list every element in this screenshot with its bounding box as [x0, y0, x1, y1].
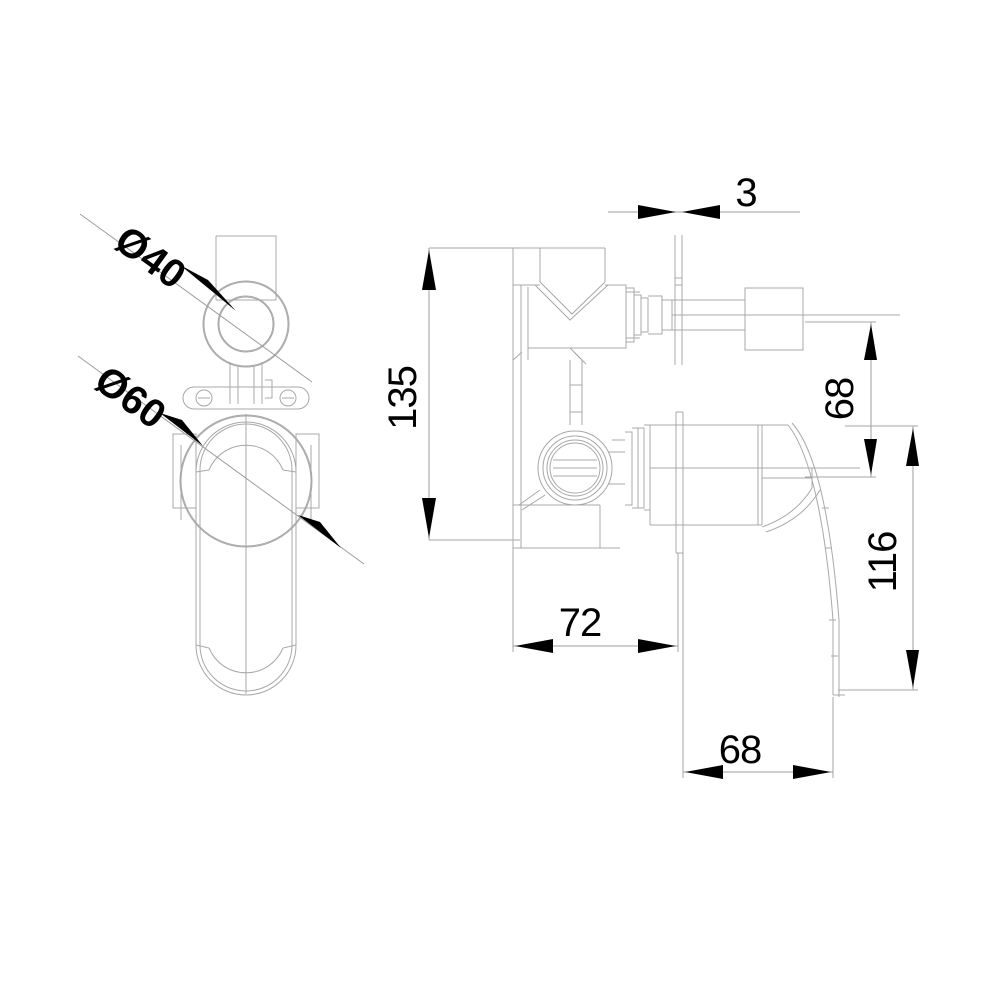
front-neck-connector [230, 362, 272, 404]
side-lower-valve-body [513, 348, 620, 548]
front-diverter-ring-40 [203, 281, 289, 367]
side-diverter-cartridge [626, 288, 672, 342]
side-upper-valve-body [513, 285, 640, 350]
side-handle-barrel [650, 425, 860, 525]
depth-72-label: 72 [559, 601, 602, 645]
side-lever-arm [762, 423, 845, 697]
side-mixer-cartridge-circles [519, 431, 625, 510]
height-135-label: 135 [381, 366, 425, 430]
diameter-40-callout: Ø40 [80, 214, 312, 382]
depth-68-dimension: 68 [683, 553, 833, 779]
height-68-label: 68 [818, 378, 862, 421]
front-elevation-view [173, 236, 319, 695]
diameter-40-label: Ø40 [107, 218, 194, 298]
side-wall-reference [513, 248, 518, 548]
height-116-label: 116 [861, 532, 905, 593]
side-mixer-gland-rings [625, 425, 650, 510]
front-mounting-bracket [183, 387, 309, 409]
height-135-dimension: 135 [381, 248, 520, 540]
side-diverter-stem-knob [672, 235, 900, 365]
side-elevation-view [513, 235, 900, 697]
front-lever-handle [196, 414, 296, 695]
thickness-3-dimension: 3 [608, 171, 800, 219]
height-116-dimension: 116 [838, 426, 919, 690]
diameter-60-label: Ø60 [87, 358, 174, 438]
front-top-inlet-block [216, 236, 276, 300]
dimension-annotations: Ø40 Ø60 135 3 [78, 171, 919, 779]
depth-68-label: 68 [719, 728, 762, 772]
depth-72-dimension: 72 [513, 548, 678, 653]
side-handle-flange-plate [676, 412, 683, 553]
thickness-3-label: 3 [735, 171, 756, 215]
height-68-dimension: 68 [805, 322, 877, 477]
side-upper-inlet-saddle [513, 248, 608, 320]
